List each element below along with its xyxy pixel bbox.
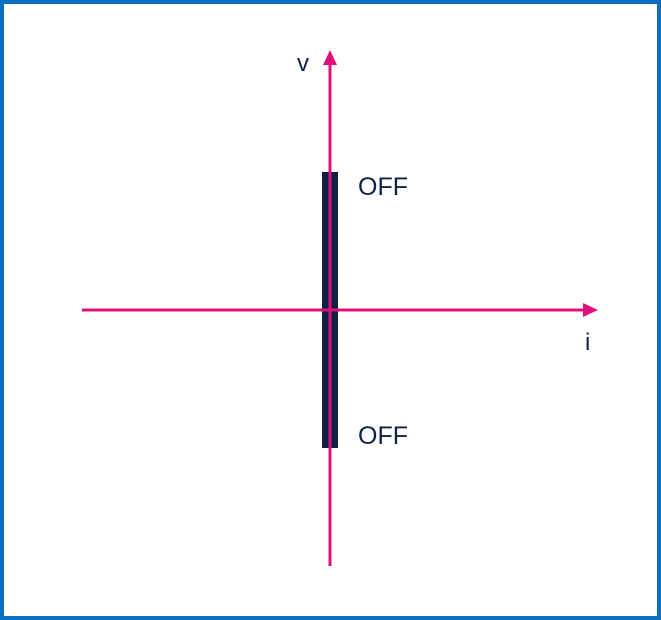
- voltage-axis-label: v: [297, 50, 309, 77]
- upper-off-label: OFF: [358, 173, 408, 201]
- current-axis-label: i: [585, 329, 590, 356]
- voltage-axis-arrow-icon: [323, 50, 337, 65]
- lower-off-label: OFF: [358, 422, 408, 450]
- current-axis-arrow-icon: [583, 303, 598, 317]
